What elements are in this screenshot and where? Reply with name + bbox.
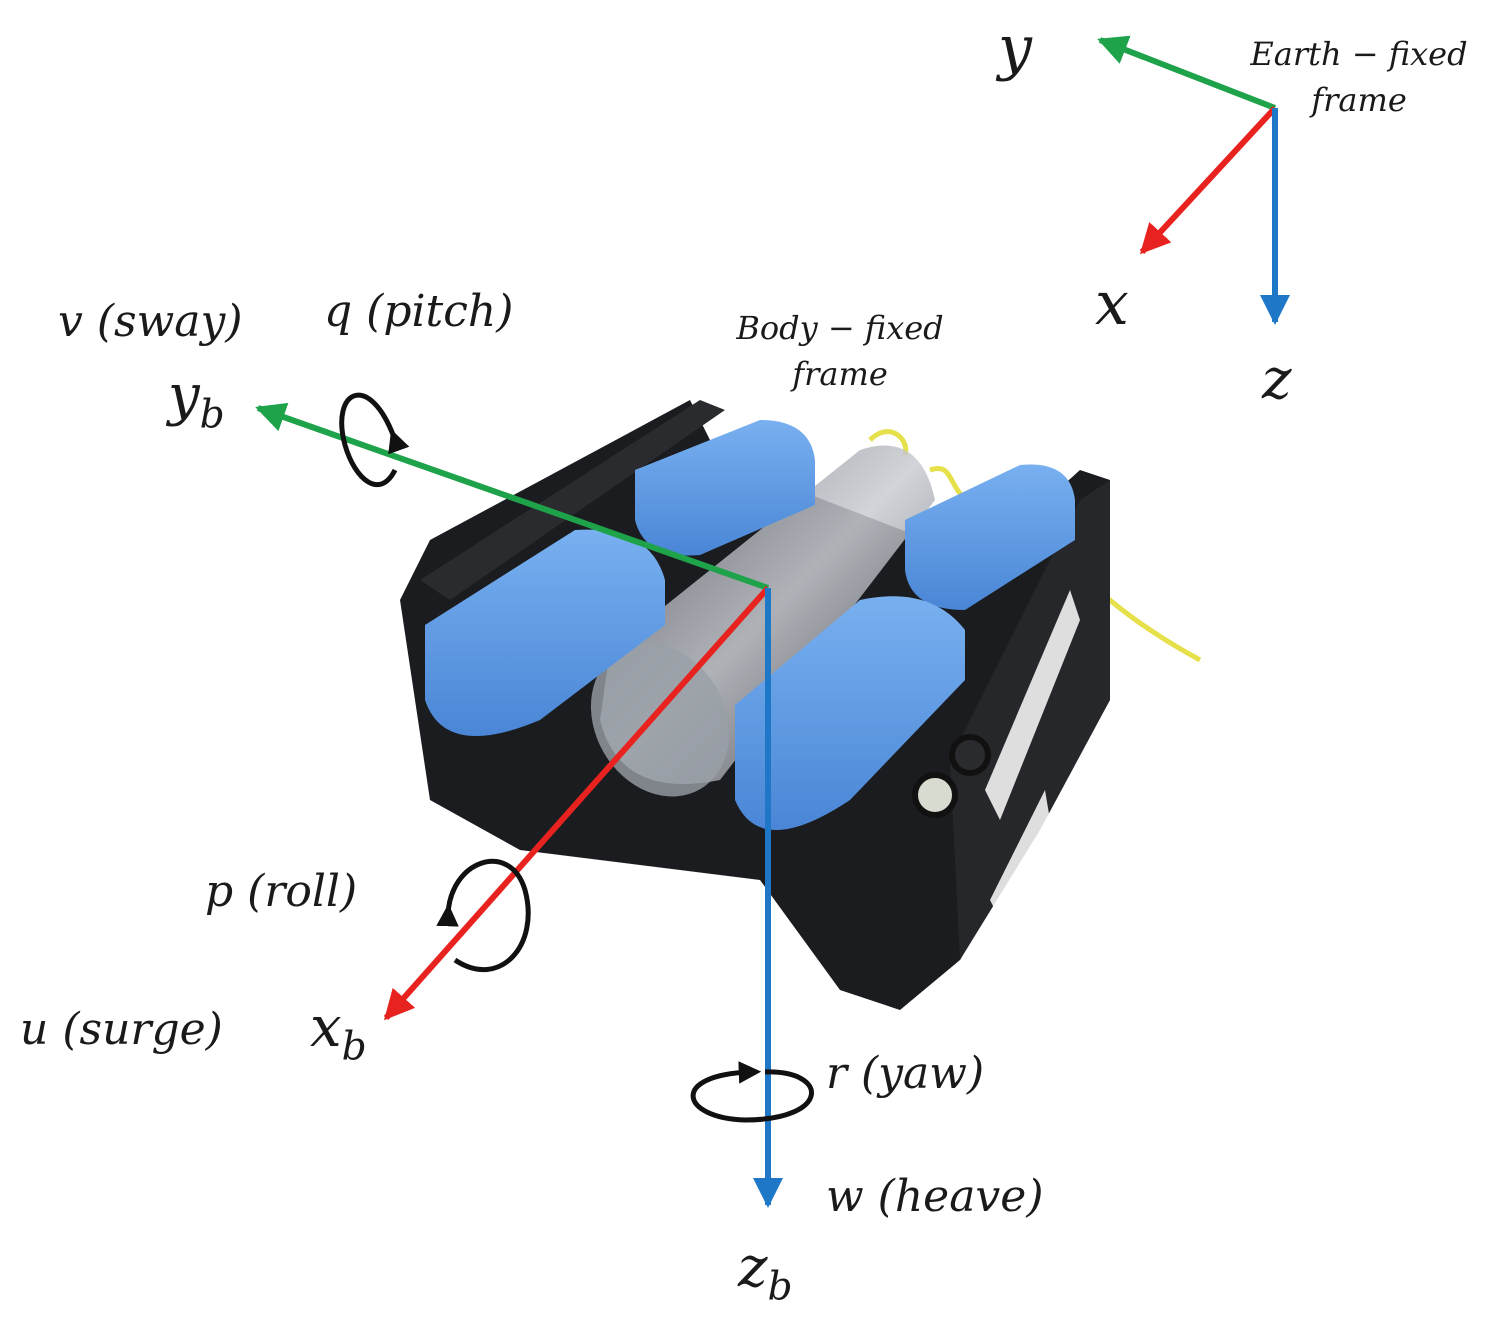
earth-frame-title: Earth − fixed frame (1228, 38, 1490, 116)
body-frame-title: Body − fixed frame (712, 312, 968, 390)
roll-rotation-icon (436, 859, 531, 973)
earth-frame-title-line2: frame (1311, 81, 1407, 119)
sway-label: v (sway) (58, 296, 243, 347)
body-z-subscript: b (767, 1264, 793, 1310)
yaw-rotation-icon (690, 1061, 814, 1123)
earth-x-label: x (1095, 269, 1129, 339)
right-plate-cutout (985, 590, 1080, 820)
roll-label: p (roll) (205, 866, 358, 917)
thruster-front-right (735, 596, 965, 830)
body-x-subscript: b (341, 1024, 367, 1070)
earth-x-axis (1139, 105, 1278, 255)
earth-z-label: z (1262, 347, 1292, 412)
body-x-axis (383, 586, 771, 1021)
body-y-letter: y (168, 363, 200, 428)
body-x-label: xb (310, 1000, 367, 1067)
body-y-subscript: b (199, 392, 225, 438)
right-plate-cutout-lower (990, 790, 1050, 920)
yaw-label: r (yaw) (826, 1048, 985, 1099)
front-light-2 (949, 734, 991, 776)
body-frame-title-line1: Body − fixed (736, 309, 944, 347)
heave-label: w (heave) (826, 1171, 1044, 1222)
body-x-letter: x (310, 995, 342, 1060)
body-z-letter: z (738, 1235, 768, 1300)
front-light (912, 772, 958, 818)
rov-vehicle-illustration (400, 400, 1202, 1010)
pitch-label: q (pitch) (324, 286, 514, 337)
earth-y-axis (1097, 35, 1277, 111)
surge-label: u (surge) (20, 1004, 223, 1055)
earth-y-label: y (998, 13, 1032, 83)
earth-frame-axes (1097, 35, 1290, 325)
camera-dome (590, 643, 730, 797)
rotation-indicators (339, 392, 814, 1123)
thruster-front-left (425, 529, 665, 736)
thruster-rear-right (905, 464, 1075, 610)
body-z-label: zb (738, 1240, 793, 1307)
body-y-label: yb (168, 368, 225, 435)
body-frame-title-line2: frame (792, 355, 888, 393)
pitch-rotation-icon (339, 392, 410, 488)
earth-frame-title-line1: Earth − fixed (1250, 35, 1468, 73)
thruster-rear-left (635, 420, 815, 556)
left-rail (420, 400, 725, 600)
